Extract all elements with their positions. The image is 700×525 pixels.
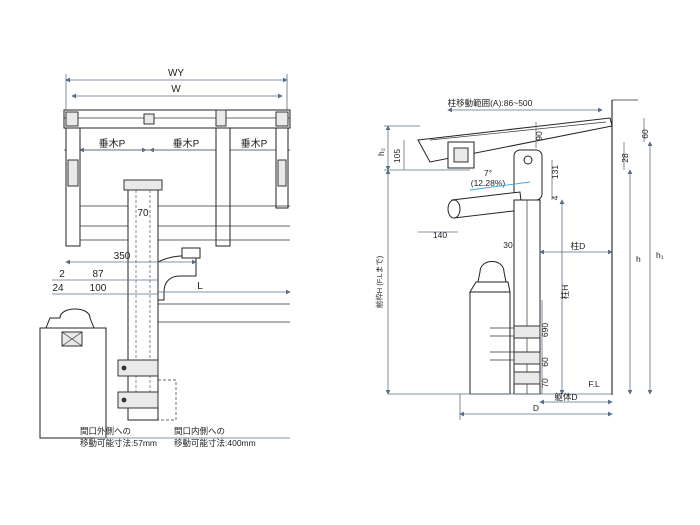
front-beam [63,109,291,129]
gutter-elbow [157,255,197,301]
rafter-pitch-label-2: 垂木P [173,138,200,150]
rafter-left [65,127,81,247]
fence-pillar [469,291,511,395]
beam-bracket [143,113,155,125]
dim-70-right-label: 70 [540,378,550,388]
dim-D-label: D [533,403,539,413]
side-section-view: 柱移動範囲(A):86~500 60 28 h₂ 105 90 7° (12.2… [374,98,664,420]
beam-end-cap-left [65,111,79,127]
wall-cap [45,308,95,329]
rafter-pitch-label-3: 垂木P [241,138,268,150]
beam-end-cap-right [275,111,289,127]
fence-cap [477,261,507,283]
post-front [127,179,159,421]
label-FL: F.L [588,379,600,389]
dim-24-label: 24 [52,283,64,294]
note-outer-line1: 間口外側への [80,426,131,436]
dim-140-label: 140 [433,230,447,240]
label-front-frame-H: 前枠H (F.Lまで) [374,255,384,308]
arm-end [447,199,461,219]
dim-30-label: 30 [503,240,513,250]
anchor-bolts [490,327,514,361]
base-bracket-upper [117,359,159,377]
angle-percent-label: (12.28%) [471,178,506,188]
dim-w-label: W [171,84,181,95]
dim-wy-label: WY [168,68,184,79]
dim-690-label: 690 [540,323,550,337]
dim-L-label: L [197,281,203,292]
label-post-H: 柱H [560,285,570,300]
gutter-outlet [181,247,201,259]
dim-70-label: 70 [137,208,149,219]
dim-131-label: 131 [550,165,560,179]
dim-87-label: 87 [92,269,104,280]
dim-90-label: 90 [534,131,544,141]
rafter-pitch-label-1: 垂木P [99,138,126,150]
dim-h2-label: h₂ [376,148,386,156]
angle-degree-label: 7° [484,168,492,178]
dim-h-label: h [636,254,641,264]
dim-105-label: 105 [392,149,402,163]
post-top-bracket [123,179,163,191]
dim-350-label: 350 [114,251,131,262]
dim-100-label: 100 [90,283,107,294]
dim-4-label: 4 [550,195,560,200]
dim-h1-label: h₁ [656,250,664,260]
dim-60-bottom-label: 60 [540,357,550,367]
front-elevation-view: WY W 垂木P 垂木P 垂木P 70 [39,68,291,448]
post-move-range-label: 柱移動範囲(A):86~500 [448,98,533,108]
arm-beam [451,191,523,219]
note-inner-line2: 移動可能寸法:400mm [174,438,256,448]
label-body-D: 躯体D [554,392,577,402]
dim-60-top-label: 60 [640,129,650,139]
note-inner-line1: 間口内側への [174,426,225,436]
label-post-D: 柱D [571,241,586,251]
dim-28-label: 28 [620,153,630,163]
dim-2-label: 2 [59,269,65,280]
note-outer-line2: 移動可能寸法:57mm [80,438,157,448]
rafter-center [215,127,231,247]
beam-joint [215,109,227,127]
base-bracket-lower [117,391,159,409]
